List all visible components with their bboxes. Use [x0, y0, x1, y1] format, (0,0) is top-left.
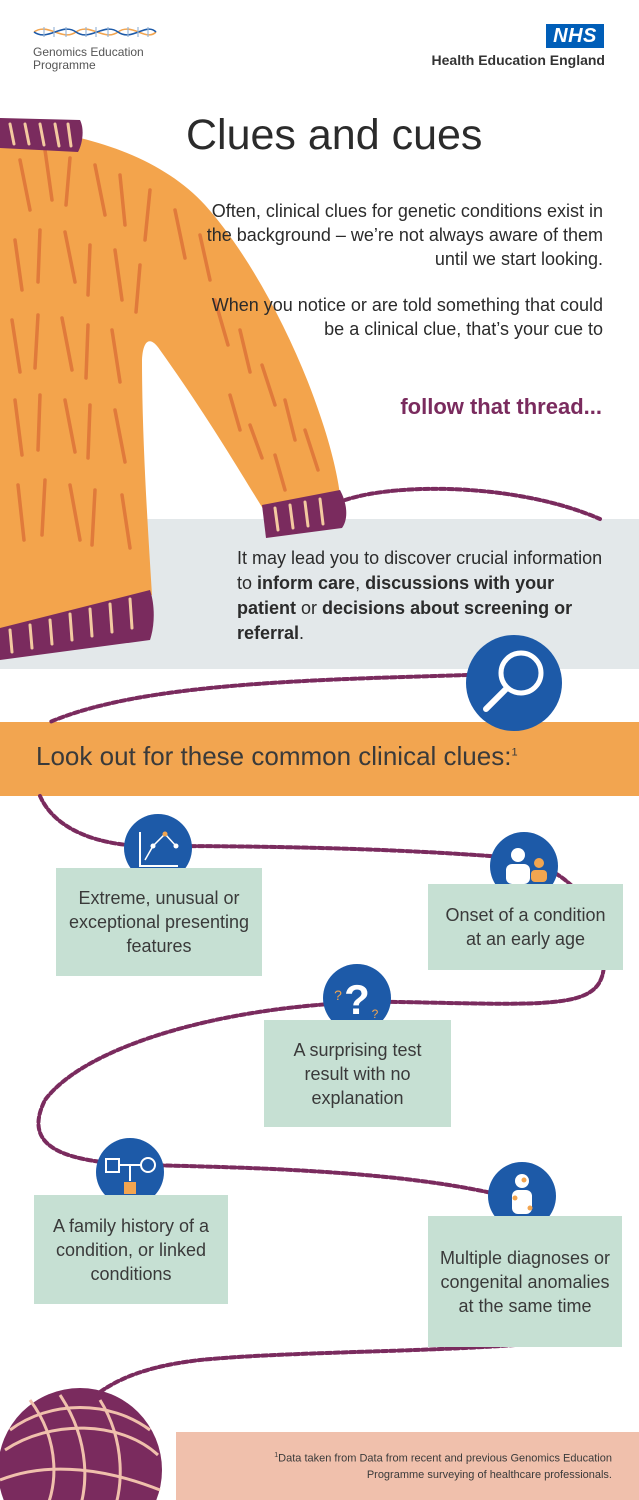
footnote-marker: 1	[274, 1452, 279, 1459]
discover-paragraph: It may lead you to discover crucial info…	[237, 546, 617, 646]
discover-bold-decisions: decisions about screening or referral	[237, 598, 573, 643]
genomics-logo-text: Genomics Education Programme	[33, 46, 144, 72]
line-chart-icon	[124, 814, 192, 882]
svg-text:?: ?	[372, 1007, 379, 1021]
question-marks-icon: ? ? ?	[323, 964, 391, 1032]
footnote-text: Data taken from Data from recent and pre…	[278, 1452, 612, 1481]
discover-text-3: or	[296, 598, 323, 618]
follow-thread-text: follow that thread...	[400, 394, 602, 419]
jumper-illustration	[0, 118, 347, 660]
clue-box-surprising-result: A surprising test result with no explana…	[264, 1020, 451, 1127]
clue-box-extreme-features: Extreme, unusual or exceptional presenti…	[56, 868, 262, 976]
svg-text:?: ?	[334, 987, 342, 1003]
discover-text-1: It may lead you to discover crucial info…	[237, 548, 603, 593]
intro-paragraph-1: Often, clinical clues for genetic condit…	[206, 201, 603, 269]
pedigree-icon	[96, 1138, 164, 1206]
adult-child-icon	[490, 832, 558, 900]
discover-bold-discussions: discussions with your patient	[237, 573, 555, 618]
yarn-ball-illustration	[0, 1388, 162, 1500]
discover-text-2: ,	[355, 573, 366, 593]
discover-bold-inform-care: inform care	[257, 573, 356, 593]
orange-banner	[0, 722, 639, 796]
body-marks-icon	[488, 1162, 556, 1230]
genomics-logo-icon	[33, 27, 157, 37]
nhs-logo-badge: NHS	[546, 24, 604, 48]
clues-heading-footnote-ref: 1	[511, 746, 518, 759]
logo-line-2: Programme	[33, 58, 96, 72]
discover-text-4: .	[299, 623, 305, 643]
clues-heading-text: Look out for these common clinical clues…	[36, 741, 512, 771]
footnote-panel	[176, 1432, 639, 1500]
clue-box-family-history: A family history of a condition, or link…	[34, 1195, 228, 1304]
clues-heading: Look out for these common clinical clues…	[36, 741, 518, 772]
clue-box-early-onset: Onset of a condition at an early age	[428, 884, 623, 970]
svg-text:?: ?	[344, 976, 370, 1023]
clue-box-multiple-diagnoses: Multiple diagnoses or congenital anomali…	[428, 1216, 622, 1347]
magnifier-icon	[466, 635, 562, 731]
page-title: Clues and cues	[186, 111, 483, 159]
logo-line-1: Genomics Education	[33, 45, 144, 59]
footnote: 1Data taken from Data from recent and pr…	[232, 1448, 612, 1483]
organisation-name: Health Education England	[431, 52, 605, 68]
intro-paragraph-2: When you notice or are told something th…	[211, 295, 603, 339]
